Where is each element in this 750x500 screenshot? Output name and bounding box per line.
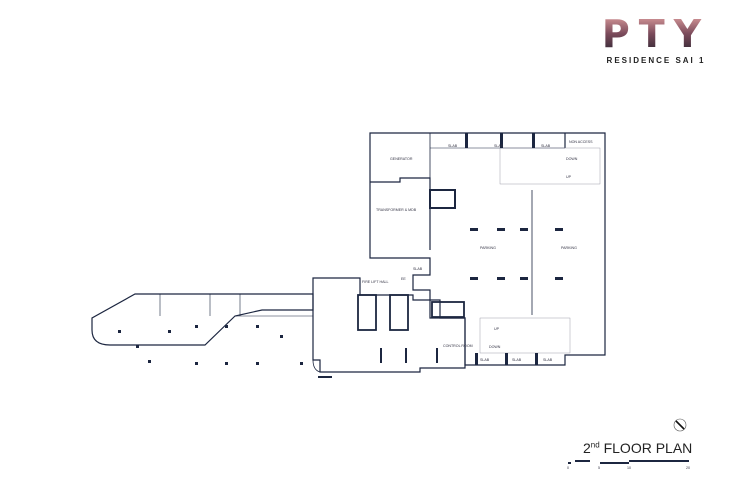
label-non-access: NON ACCESS [569,140,593,144]
north-arrow-icon [673,418,687,432]
label-slab-mid: SLAB [413,267,423,271]
brand-logo: PTY RESIDENCE SAI 1 [586,14,726,65]
label-slab-top-1: SLAB [448,144,458,148]
main-block-outline [369,132,606,366]
plan-title: 2nd FLOOR PLAN [583,440,692,456]
label-slab-bottom-1: SLAB [480,358,490,362]
label-ramp-down-top: DOWN [566,157,578,161]
generator-room [370,177,431,250]
label-ramp-up-top: UP [566,175,572,179]
scale-label-10: 10 [627,466,631,470]
stair-core [429,189,456,209]
scale-bar: 0 5 10 20 [567,460,690,470]
scale-label-20: 20 [686,466,690,470]
label-parking-right: PARKING [561,246,577,250]
label-ee: EE [401,277,406,281]
label-generator: GENERATOR [390,157,413,161]
label-ramp-down-bottom: DOWN [489,345,501,349]
logo-subtitle: RESIDENCE SAI 1 [606,56,706,65]
label-ramp-up-bottom: UP [494,327,500,331]
label-parking-left: PARKING [480,246,496,250]
label-slab-top-2: SLAB [494,144,504,148]
title-ordinal: 2 [583,440,591,456]
scale-label-0: 0 [567,466,569,470]
title-text: FLOOR PLAN [603,440,693,456]
left-wing-outline [91,293,314,346]
label-slab-top-3: SLAB [541,144,551,148]
label-slab-bottom-3: SLAB [543,358,553,362]
logo-mark: PTY [586,14,726,54]
label-slab-bottom-2: SLAB [512,358,522,362]
scale-label-5: 5 [598,466,600,470]
title-suffix: nd [590,440,600,450]
label-control-room: CONTROL ROOM [443,344,473,348]
label-transformer: TRANSFORMER & MDB [376,208,417,212]
columns [118,133,563,378]
core-block-outline [312,277,466,373]
label-fire-lift-hall: FIRE LIFT HALL [362,280,389,284]
